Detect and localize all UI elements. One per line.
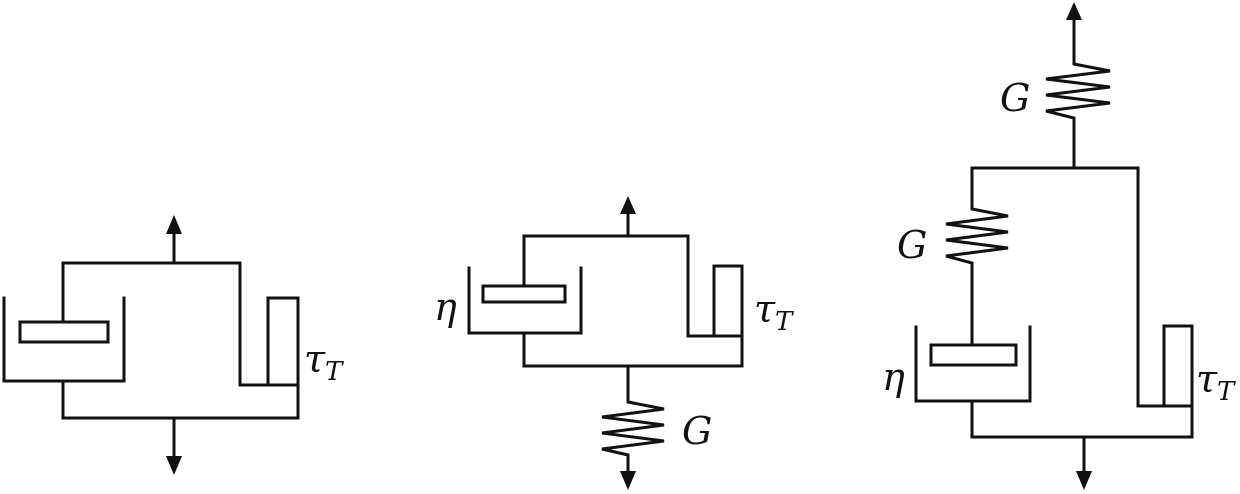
model-3-tau-label: τT [1196, 357, 1236, 407]
model-1-bottom-arrow-icon [166, 456, 182, 475]
model-2-spring [601, 364, 665, 472]
model-3-g-label-left: G [897, 223, 927, 267]
model-3-top-spring [1045, 18, 1111, 170]
model-2-friction-element-right [712, 264, 744, 338]
model-3-friction-element-right [1162, 324, 1194, 408]
model-3-friction-element-left [1136, 324, 1166, 408]
model-3-bingham-maxwell: G G η τT [882, 2, 1236, 490]
model-1-dashpot-friction: τT [2, 215, 344, 475]
model-3-g-label-top: G [1000, 76, 1030, 120]
model-3-bottom-arrow-icon [1076, 471, 1092, 490]
model-1-top-arrow-icon [166, 215, 182, 234]
model-1-tau-label: τT [304, 337, 344, 387]
model-2-tau-label: τT [754, 287, 794, 337]
model-3-eta-label: η [882, 355, 905, 399]
model-3-dashpot-piston [929, 343, 1018, 367]
model-2-eta-label: η [434, 285, 457, 329]
model-1-dashpot-piston [18, 320, 110, 344]
model-2-dashpot-piston [481, 284, 567, 304]
model-1-friction-element-right [266, 296, 300, 387]
model-3-left-spring [945, 166, 1009, 339]
model-2-top-arrow-icon [620, 196, 636, 214]
model-2-bottom-arrow-icon [620, 471, 636, 490]
model-3-top-arrow-icon [1066, 2, 1082, 20]
model-2-g-label: G [682, 409, 712, 453]
model-2-friction-element-left [686, 264, 716, 338]
model-1-friction-element-left [238, 296, 270, 387]
model-2-bingham-with-spring: η τT G [434, 196, 794, 490]
